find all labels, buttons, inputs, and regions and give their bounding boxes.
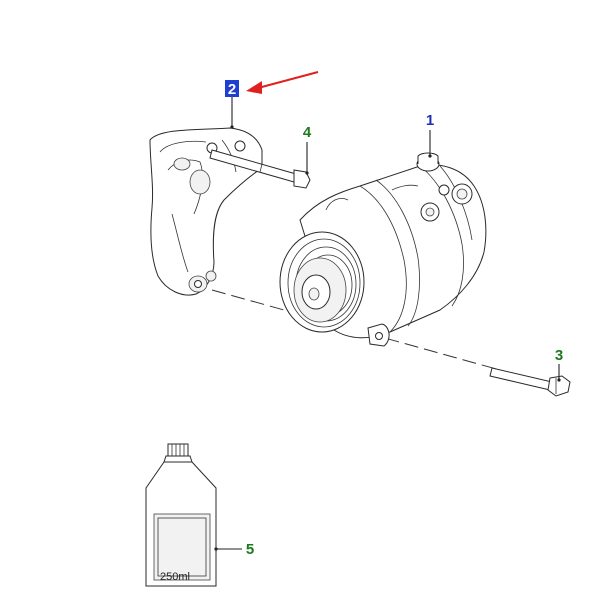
bolt-item-4[interactable] (209, 149, 311, 189)
oil-bottle-item-5[interactable]: 250ml (145, 443, 217, 587)
callout-1-number: 1 (426, 112, 434, 129)
red-pointer-arrow (246, 71, 319, 94)
callout-2-number: 2 (228, 81, 236, 98)
callout-3[interactable]: 3 (555, 347, 563, 382)
callout-4-number: 4 (303, 124, 312, 141)
ac-compressor[interactable] (279, 152, 487, 347)
callout-5-number: 5 (246, 541, 254, 558)
bolt-item-3[interactable] (489, 367, 571, 397)
callout-5[interactable]: 5 (214, 541, 254, 558)
bottle-volume-label: 250ml (160, 571, 190, 583)
callout-3-number: 3 (555, 347, 563, 364)
callout-2[interactable]: 2 (225, 80, 239, 129)
callout-4[interactable]: 4 (303, 124, 312, 175)
mounting-bracket[interactable] (149, 127, 263, 296)
callout-1[interactable]: 1 (426, 112, 434, 158)
